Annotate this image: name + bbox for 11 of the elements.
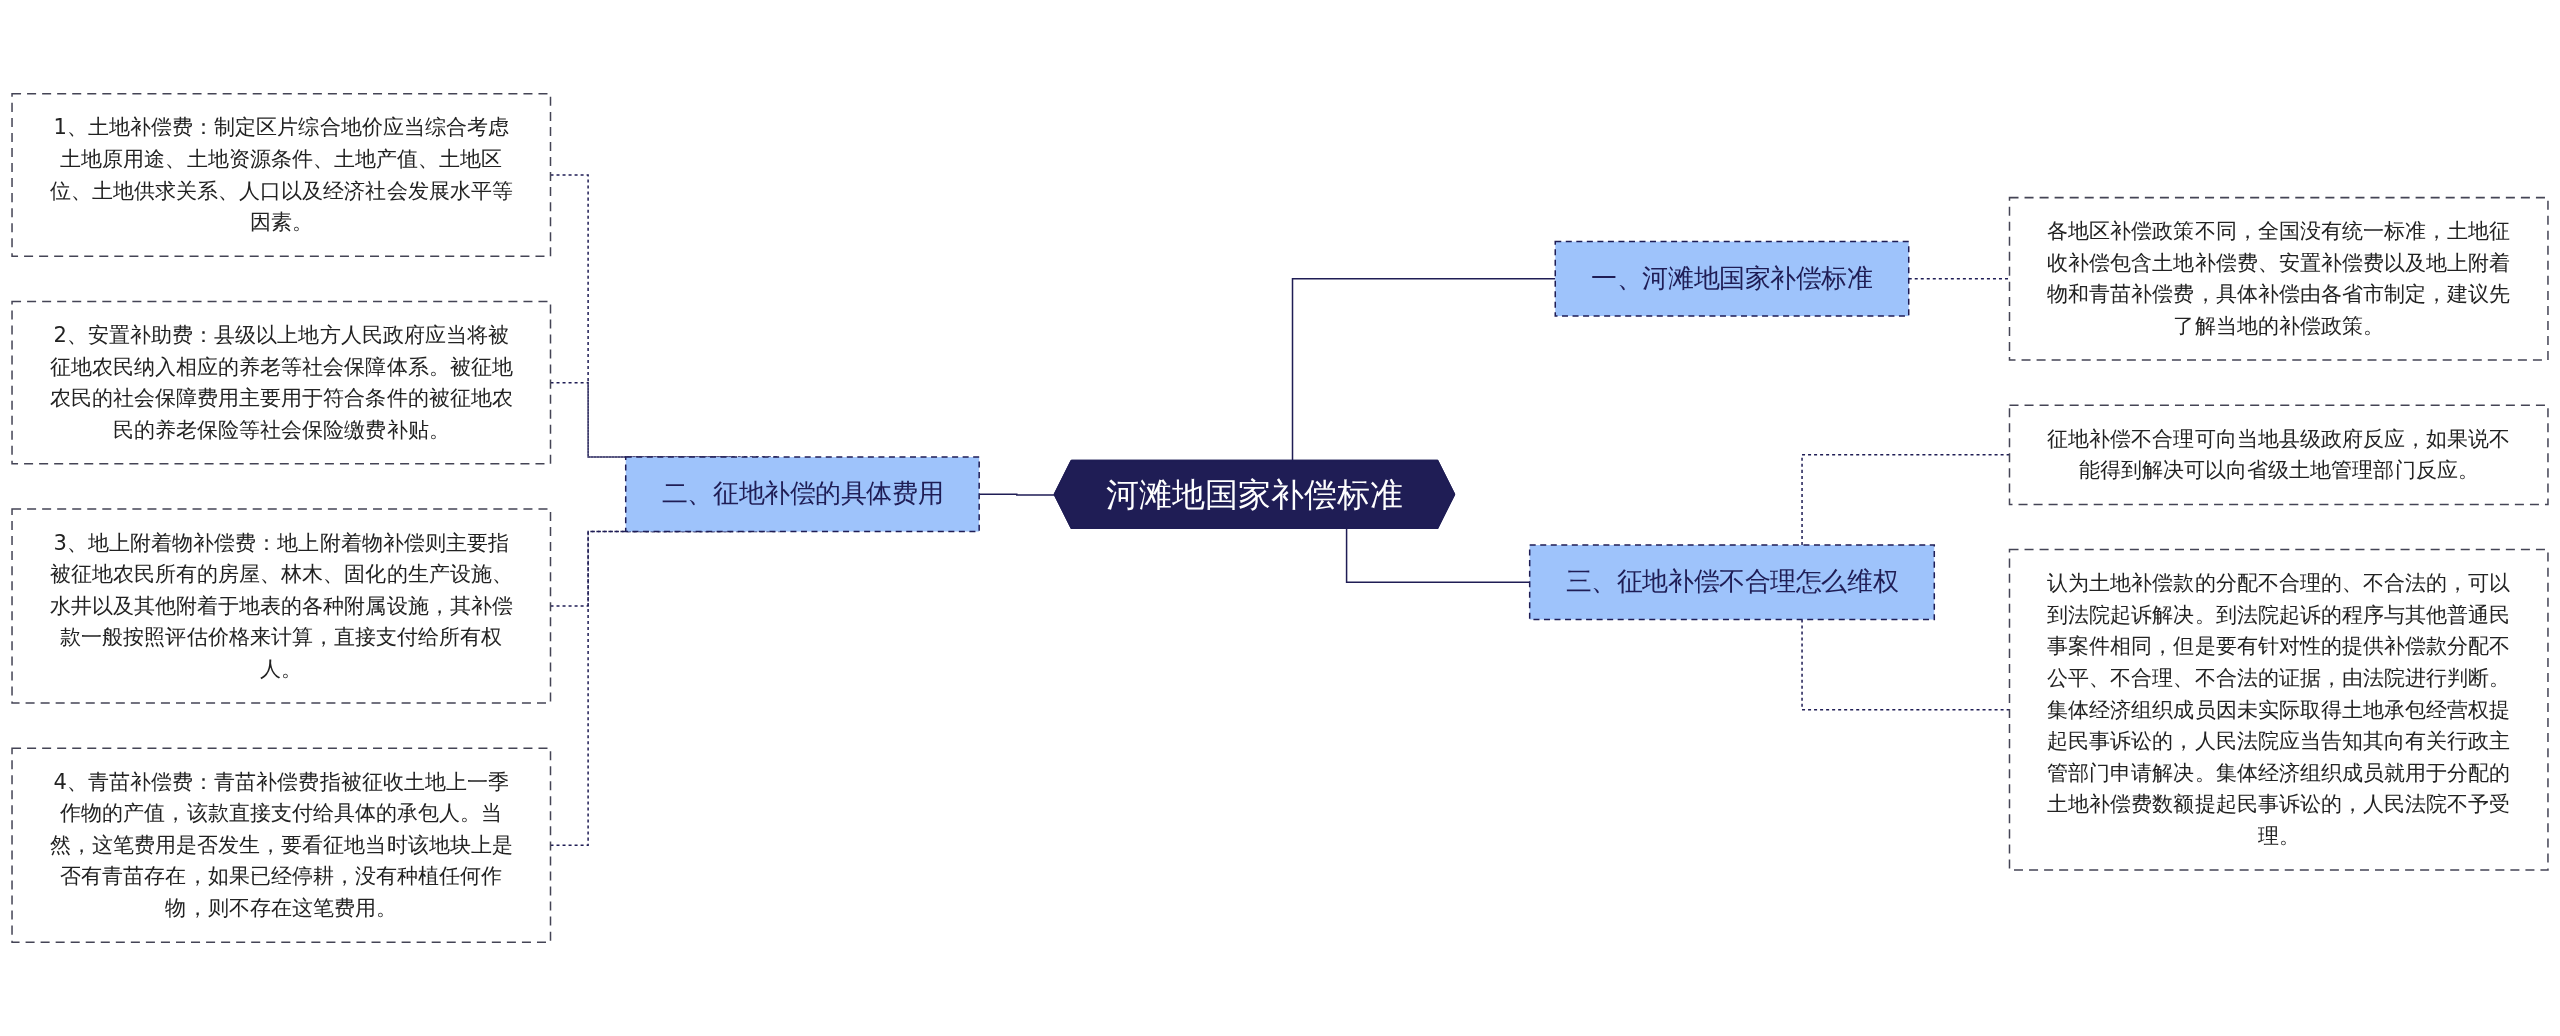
node-box: 各地区补偿政策不同，全国没有统一标准，土地征收补偿包含土地补偿费、安置补偿费以及地上附着物和青苗补偿费，具体补偿由各省市制定，建议先了解当地的补偿政策。 [2008, 196, 2549, 361]
node-box: 认为土地补偿款的分配不合理的、不合法的，可以到法院起诉解决。到法院起诉的程序与其他普通民事案件相同，但是要有针对性的提供补偿款分配不公平、不合理、不合法的证据，由法院进行判断。集体经济组织成员因未实际取得土地承包经营权提起民事诉讼的，人民法院应当告知其向有关行政主管部门申请解决。集体经济组织成员就用于分配的土地补偿费数额提起民事诉讼的，人民法院不予受理。 [2008, 548, 2549, 871]
node-box: 三、征地补偿不合理怎么维权 [1528, 544, 1936, 621]
node-box: 征地补偿不合理可向当地县级政府反应，如果说不能得到解决可以向省级土地管理部门反应。 [2008, 404, 2549, 506]
node-box: 1、土地补偿费：制定区片综合地价应当综合考虑土地原用途、土地资源条件、土地产值、土地区位、土地供求关系、人口以及经济社会发展水平等因素。 [11, 93, 552, 258]
node-box: 二、征地补偿的具体费用 [624, 456, 980, 533]
node-box: 3、地上附着物补偿费：地上附着物补偿则主要指被征地农民所有的房屋、林木、固化的生产设施、水井以及其他附着于地表的各种附属设施，其补偿款一般按照评估价格来计算，直接支付给所有权人。 [11, 508, 552, 704]
node-box: 4、青苗补偿费：青苗补偿费指被征收土地上一季作物的产值，该款直接支付给具体的承包人。当然，这笔费用是否发生，要看征地当时该地块上是否有青苗存在，如果已经停耕，没有种植任何作物，则不存在这笔费用。 [11, 747, 552, 943]
node-box: 2、安置补助费：县级以上地方人民政府应当将被征地农民纳入相应的养老等社会保障体系。被征地农民的社会保障费用主要用于符合条件的被征地农民的养老保险等社会保险缴费补贴。 [11, 300, 552, 465]
connector [1291, 278, 1556, 462]
node-box: 一、河滩地国家补偿标准 [1554, 240, 1910, 317]
